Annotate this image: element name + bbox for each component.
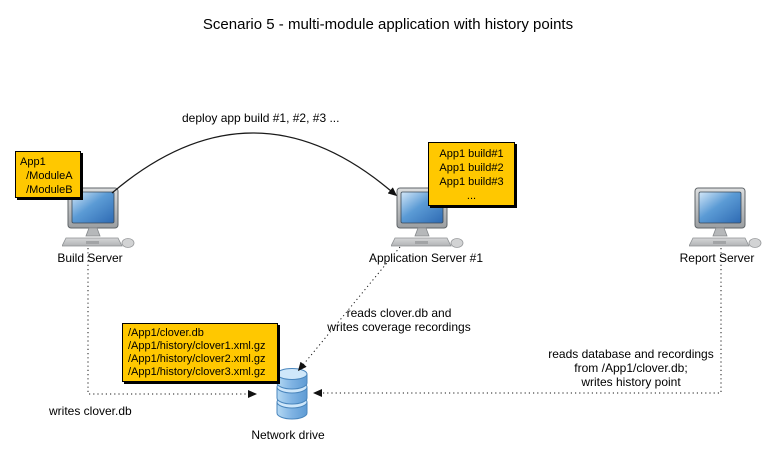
diagram-title: Scenario 5 - multi-module application wi… xyxy=(202,16,574,33)
note-line: /ModuleB xyxy=(20,184,73,196)
annotation-line: reads clover.db and xyxy=(346,306,452,320)
build-server-label: Build Server xyxy=(57,251,123,265)
app-to-drive-annotation: reads clover.db and writes coverage reco… xyxy=(309,306,489,334)
note-line: App1 xyxy=(20,156,46,168)
annotation-line: writes history point xyxy=(581,375,681,389)
note-line: App1 build#3 xyxy=(439,176,504,188)
report-server-label: Report Server xyxy=(679,251,755,265)
note-line: App1 build#2 xyxy=(439,162,504,174)
note-line: ... xyxy=(466,190,477,202)
annotation-line: writes coverage recordings xyxy=(327,320,471,334)
deploy-annotation: deploy app build #1, #2, #3 ... xyxy=(182,111,340,125)
note-line: /App1/clover.db xyxy=(128,327,204,339)
note-build-modules: App1 /ModuleA /ModuleB xyxy=(15,151,81,198)
note-drive-files: /App1/clover.db /App1/history/clover1.xm… xyxy=(122,323,278,382)
note-line: App1 build#1 xyxy=(439,148,504,160)
note-line: /App1/history/clover3.xml.gz xyxy=(128,366,266,378)
note-line: /App1/history/clover2.xml.gz xyxy=(128,353,266,365)
note-line: /App1/history/clover1.xml.gz xyxy=(128,340,266,352)
build-to-drive-annotation: writes clover.db xyxy=(49,404,132,418)
network-drive-label: Network drive xyxy=(251,428,325,442)
report-to-drive-annotation: reads database and recordings from /App1… xyxy=(541,347,721,389)
note-app-builds: App1 build#1 App1 build#2 App1 build#3 .… xyxy=(428,142,515,206)
report-to-drive-connector xyxy=(313,248,722,397)
annotation-line: from /App1/clover.db; xyxy=(574,361,688,375)
annotation-line: reads database and recordings xyxy=(548,347,714,361)
app-to-drive-connector xyxy=(297,246,401,372)
deploy-arrow xyxy=(111,132,398,197)
application-server-label: Application Server #1 xyxy=(368,251,484,265)
note-line: /ModuleA xyxy=(20,170,73,182)
